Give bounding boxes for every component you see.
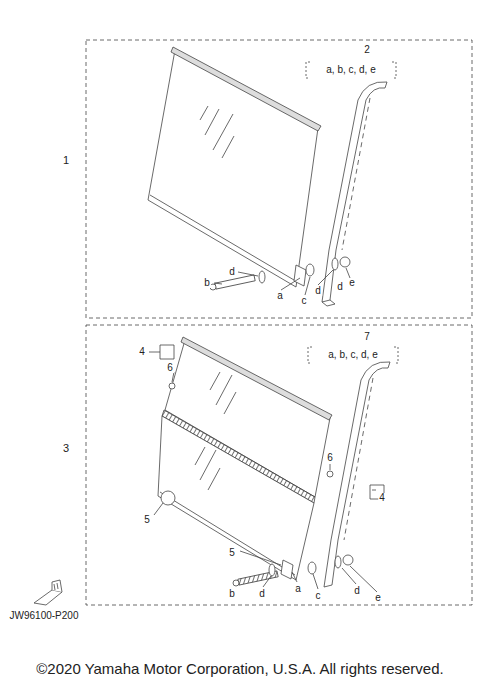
callout-number: 4 <box>378 493 386 503</box>
callout-number: 5 <box>228 548 236 558</box>
part-letter: d <box>228 267 236 277</box>
part-letter: e <box>348 278 356 288</box>
part-letter: d <box>353 586 361 596</box>
callout-number: 4 <box>138 347 146 357</box>
drawing-code: JW96100-P200 <box>9 611 80 621</box>
part-letter: a <box>294 584 302 594</box>
callout-number: 6 <box>166 363 174 373</box>
part-letter: e <box>374 593 382 603</box>
callout-number: 5 <box>143 515 151 525</box>
part-letter: a <box>276 291 284 301</box>
callout-number: 1 <box>62 155 70 166</box>
part-letters: a, b, c, d, e <box>327 350 378 360</box>
part-letter: b <box>203 278 211 288</box>
callout-number: 6 <box>326 453 334 463</box>
part-letter: b <box>228 589 236 599</box>
part-letter: d <box>258 589 266 599</box>
callout-number: 3 <box>62 443 70 454</box>
copyright-caption: ©2020 Yamaha Motor Corporation, U.S.A. A… <box>35 661 444 676</box>
part-letter: c <box>315 591 322 601</box>
callout-number: 7 <box>363 332 371 342</box>
callout-number: 2 <box>363 45 371 55</box>
part-letter: c <box>301 296 308 306</box>
part-letter: d <box>336 282 344 292</box>
part-letter: d <box>314 286 322 296</box>
part-letters: a, b, c, d, e <box>325 65 376 75</box>
